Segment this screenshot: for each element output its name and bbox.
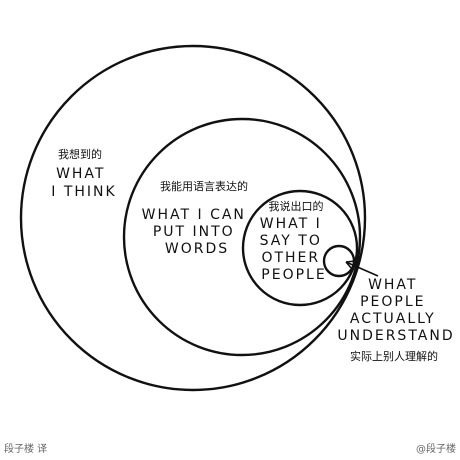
label-en-what-i-say-to-other-people: WHAT I SAY TO OTHER PEOPLE xyxy=(260,216,329,283)
label-en-put-into-words-line-1: WHAT I CAN xyxy=(142,207,246,223)
label-en-put-into-words-line-2: PUT INTO xyxy=(153,224,235,240)
label-en-understand-line-4: UNDERSTAND xyxy=(337,328,454,344)
label-en-what-i-think-line-1: WHAT xyxy=(56,166,105,182)
label-en-understand-line-1: WHAT xyxy=(368,277,417,293)
label-zh-what-i-can-put-into-words: 我能用语言表达的 xyxy=(160,179,248,193)
label-en-understand-line-3: ACTUALLY xyxy=(350,311,436,327)
label-zh-what-i-think: 我想到的 xyxy=(58,147,102,161)
label-en-say-to-other-line-2: SAY TO xyxy=(260,233,322,249)
label-zh-what-people-actually-understand: 实际上别人理解的 xyxy=(350,349,438,363)
label-en-what-i-think: WHAT I THINK xyxy=(51,166,116,200)
label-en-understand-line-2: PEOPLE xyxy=(360,294,425,310)
label-en-what-i-think-line-2: I THINK xyxy=(51,184,116,200)
label-en-put-into-words-line-3: WORDS xyxy=(165,241,229,257)
circle-what-i-can-put-into-words xyxy=(122,117,362,357)
label-zh-what-i-say-to-other-people: 我说出口的 xyxy=(269,199,324,213)
arrow-to-understand-label xyxy=(345,260,379,277)
translator-credit: 段子楼 译 xyxy=(4,442,47,455)
circle-what-i-think xyxy=(19,44,367,392)
label-en-what-i-can-put-into-words: WHAT I CAN PUT INTO WORDS xyxy=(142,207,253,257)
label-en-say-to-other-line-3: OTHER xyxy=(261,250,320,266)
circle-what-i-say-to-other-people xyxy=(241,189,359,307)
watermark: @段子楼 xyxy=(416,442,456,455)
label-en-what-people-actually-understand: WHAT PEOPLE ACTUALLY UNDERSTAND xyxy=(337,277,454,344)
label-en-say-to-other-line-1: WHAT I xyxy=(260,216,322,232)
label-en-say-to-other-line-4: PEOPLE xyxy=(261,267,326,283)
